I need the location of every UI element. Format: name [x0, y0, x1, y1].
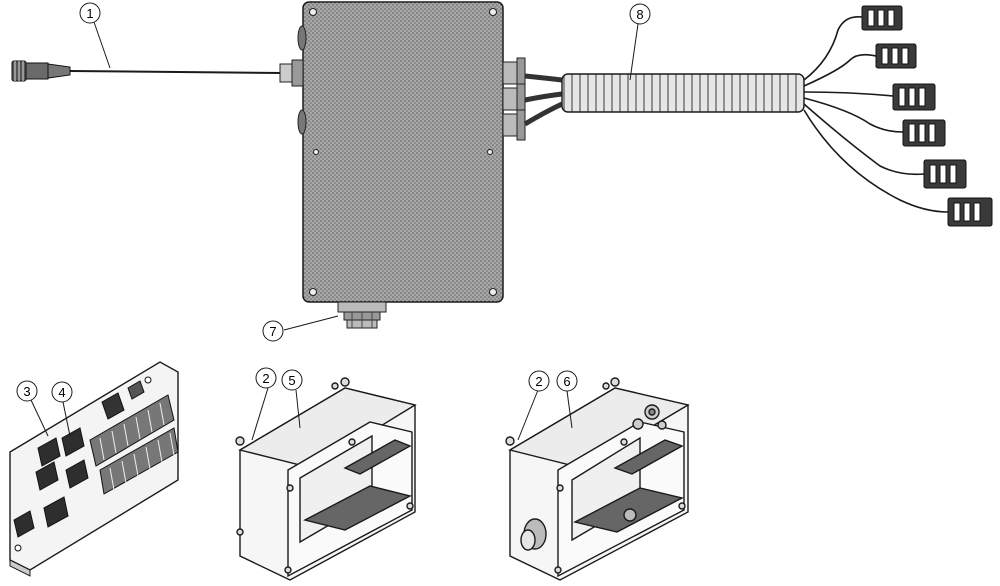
callout-2a-label: 2 — [262, 371, 269, 386]
connector-1 — [861, 5, 903, 31]
callout-1: 1 — [79, 2, 101, 24]
connector-6 — [947, 197, 993, 227]
callout-leaders — [30, 21, 639, 441]
callout-5-label: 5 — [288, 373, 295, 388]
callout-2a: 2 — [255, 367, 277, 389]
callout-2b-label: 2 — [535, 374, 542, 389]
connector-4 — [902, 119, 946, 147]
callout-8-label: 8 — [636, 7, 643, 22]
callout-8: 8 — [629, 3, 651, 25]
callout-2b: 2 — [528, 370, 550, 392]
connector-2 — [875, 43, 917, 69]
bottom-cable-gland — [337, 301, 387, 329]
callout-6-label: 6 — [563, 374, 570, 389]
connector-3 — [892, 83, 936, 111]
callout-3-label: 3 — [23, 384, 30, 399]
callout-1-label: 1 — [86, 6, 93, 21]
harness-connectors — [861, 5, 993, 227]
open-enclosure-5 — [235, 377, 417, 581]
callout-5: 5 — [281, 369, 303, 391]
callout-4: 4 — [51, 381, 73, 403]
callout-7: 7 — [262, 320, 284, 342]
corrugated-conduit — [561, 73, 805, 113]
harness-wires — [803, 15, 949, 213]
callout-7-label: 7 — [269, 324, 276, 339]
callout-6: 6 — [556, 370, 578, 392]
main-control-box — [297, 1, 504, 303]
callout-4-label: 4 — [58, 385, 65, 400]
enclosure-6-with-glands — [505, 377, 690, 581]
callout-3: 3 — [16, 380, 38, 402]
right-cable-glands — [502, 57, 564, 141]
circuit-board — [9, 361, 179, 577]
connector-5 — [923, 159, 967, 189]
sensor-cable-assembly — [11, 59, 304, 87]
